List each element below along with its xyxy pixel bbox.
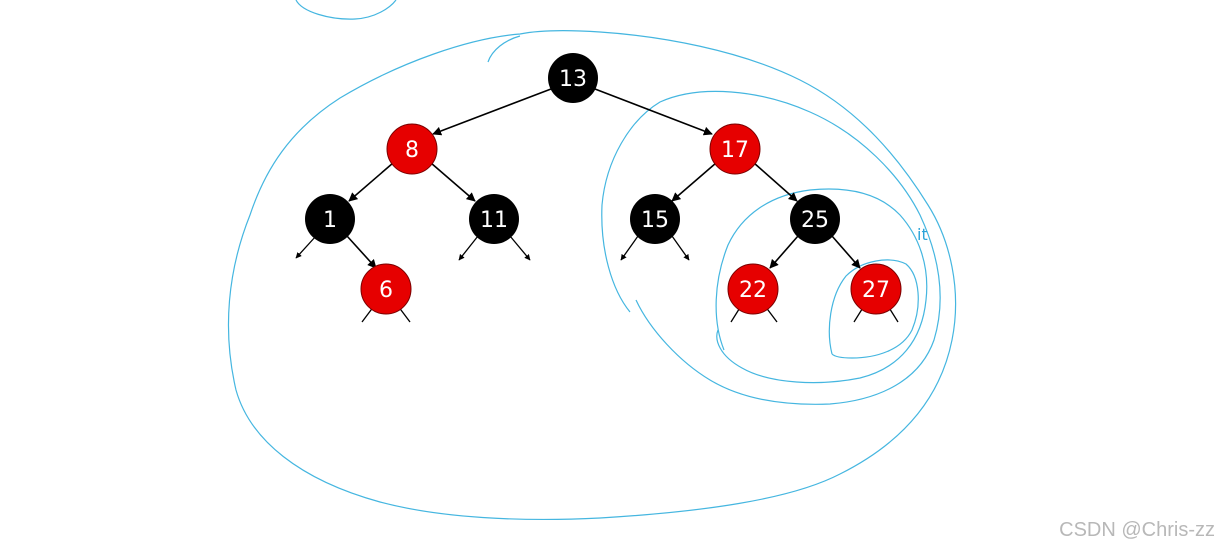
edge-13-17: [594, 88, 713, 136]
node-25: 25: [790, 194, 840, 244]
sketch-inner-spiral: [715, 188, 928, 384]
edge-25-22: [769, 235, 799, 269]
node-label: 6: [379, 278, 393, 303]
node-13: 13: [548, 53, 598, 103]
watermark: CSDN @Chris-zz: [1059, 519, 1215, 541]
node-15: 15: [630, 194, 680, 244]
node-label: 15: [641, 208, 669, 233]
edge-17-25: [753, 162, 798, 202]
edge-17-15: [671, 162, 717, 202]
edge-25-27: [831, 235, 861, 269]
node-label: 17: [721, 138, 749, 163]
tree-edges: [346, 88, 861, 269]
node-8: 8: [386, 123, 438, 175]
tree-nodes: 13 8 17 1 11 6 15 25: [305, 53, 902, 315]
hand-drawn-annotations: [227, 0, 957, 521]
node-17: 17: [709, 123, 761, 175]
node-27: 27: [850, 263, 902, 315]
sketch-top-fragment: [295, 0, 397, 20]
node-label: 22: [739, 278, 767, 303]
nil-edge: [509, 235, 531, 261]
node-label: 13: [559, 67, 587, 92]
edge-8-1: [348, 162, 394, 202]
sketch-right-spiral: [601, 90, 941, 405]
nil-edge: [671, 235, 690, 261]
nil-edge: [458, 235, 479, 261]
nil-edge: [295, 235, 317, 259]
node-22: 22: [727, 263, 779, 315]
sketch-outer-loop-second-stroke: [487, 35, 521, 63]
node-label: 11: [480, 208, 508, 233]
node-label: 25: [801, 208, 829, 233]
node-1: 1: [305, 194, 355, 244]
node-11: 11: [469, 194, 519, 244]
edge-1-6: [346, 235, 377, 269]
node-label: 8: [405, 138, 419, 163]
sketch-outer-loop: [227, 30, 957, 521]
sketch-innermost-loop: [828, 259, 919, 359]
node-label: 1: [323, 208, 337, 233]
node-label: 27: [862, 278, 890, 303]
node-6: 6: [360, 263, 412, 315]
edge-8-11: [430, 162, 476, 202]
nil-edge: [620, 235, 639, 261]
edge-13-8: [432, 88, 552, 136]
handwritten-annotation: it: [917, 225, 928, 244]
